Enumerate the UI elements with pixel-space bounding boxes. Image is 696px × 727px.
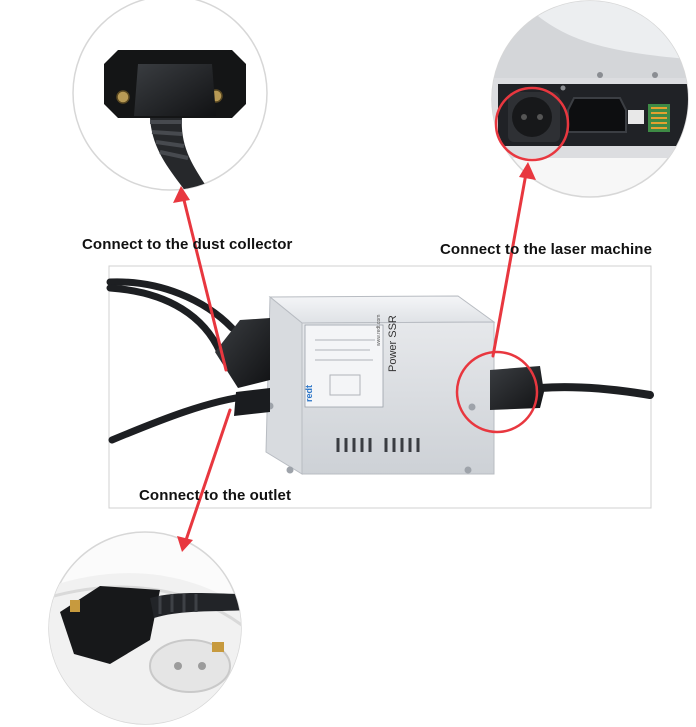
device-model-text: Power SSR — [387, 315, 399, 372]
dust-collector-plug — [215, 318, 270, 388]
outlet-cable-plug — [234, 388, 270, 416]
laser-plug-highlight — [455, 350, 539, 434]
arrow-up-icon — [173, 186, 190, 203]
screw-icon — [464, 466, 472, 474]
outlet-detail — [48, 531, 242, 725]
laser-machine-label: Connect to the laser machine — [440, 241, 653, 258]
device-website-text: www.redt.com — [376, 315, 382, 346]
arrow-to-dust-collector — [180, 190, 228, 372]
vent-slots — [336, 438, 420, 452]
arrow-down-icon — [177, 536, 193, 552]
dust-collector-label: Connect to the dust collector — [82, 236, 293, 253]
laser-machine-plug — [490, 366, 544, 410]
dust-collector-detail — [72, 0, 268, 191]
laser-socket-highlight — [494, 86, 570, 162]
screw-icon — [468, 403, 476, 411]
arrow-to-laser-machine — [491, 166, 529, 358]
arrow-to-outlet — [182, 408, 232, 548]
outlet-label: Connect to the outlet — [139, 487, 292, 504]
laser-machine-detail — [491, 0, 689, 198]
screw-icon — [286, 466, 294, 474]
device-brand-text: redt — [304, 385, 314, 402]
screw-icon — [116, 90, 130, 104]
arrow-up-icon — [519, 162, 536, 180]
device-label-panel — [304, 324, 384, 408]
